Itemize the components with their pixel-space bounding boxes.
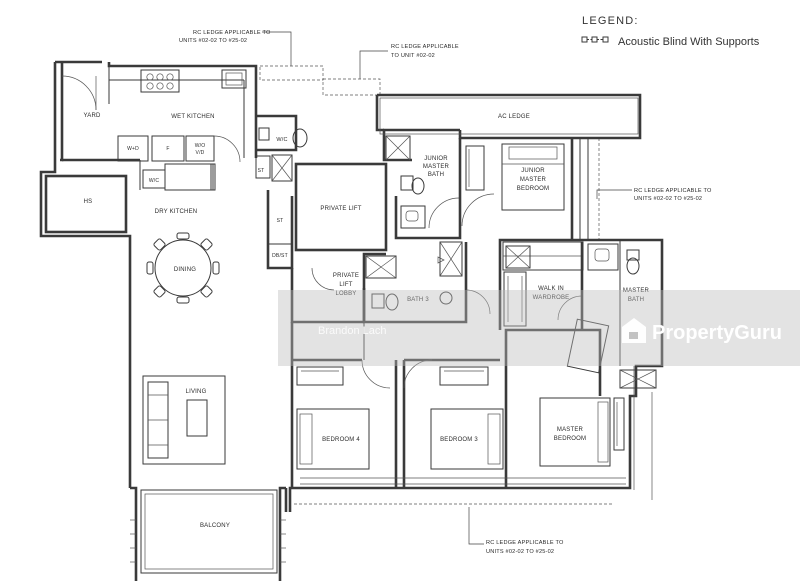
note-bottom: RC LEDGE APPLICABLE TO UNITS #02-02 TO #… [468, 507, 564, 555]
hs-label: HS [84, 199, 93, 205]
wardrobe-label-1: WALK IN [538, 286, 564, 292]
st-label-1: ST [258, 168, 265, 174]
bedroom3-label: BEDROOM 3 [440, 437, 478, 443]
master-bath: MASTER BATH [587, 240, 657, 389]
st-label-2: ST [277, 218, 284, 224]
note-top-left: RC LEDGE APPLICABLE TO UNITS #02-02 TO #… [179, 30, 292, 66]
acoustic-blind-symbol [581, 36, 609, 43]
note-bottom-line1: RC LEDGE APPLICABLE TO [486, 540, 564, 546]
private-lift-label: PRIVATE LIFT [320, 206, 361, 212]
note-top-mid-line2: TO UNIT #02-02 [391, 53, 435, 59]
propertyguru-logo-icon [622, 318, 646, 343]
jr-bath-label-3: BATH [428, 172, 444, 178]
note-top-left-line1: RC LEDGE APPLICABLE TO [193, 30, 271, 36]
jr-bedroom-label-1: JUNIOR [521, 168, 545, 174]
wo-label: W/O [195, 143, 206, 149]
fridge-label: F [166, 146, 169, 152]
wet-kitchen-label: WET KITCHEN [171, 114, 214, 120]
note-top-mid: RC LEDGE APPLICABLE TO UNIT #02-02 [359, 44, 459, 79]
wc-room: W/C ST ST DB/ST [255, 114, 308, 270]
yard-label: YARD [83, 113, 100, 119]
vd-label: V/D [196, 150, 205, 156]
wc-small-label: W/C [149, 178, 160, 184]
dry-kitchen-label: DRY KITCHEN [155, 209, 198, 215]
walk-in-wardrobe: WALK IN WARDROBE [498, 238, 600, 330]
master-bath-label-2: BATH [628, 297, 644, 303]
exterior-walls [39, 60, 664, 581]
bedroom4-label: BEDROOM 4 [322, 437, 360, 443]
watermark-brand: PropertyGuru [652, 322, 782, 344]
legend-item-label: Acoustic Blind With Supports [618, 36, 760, 48]
washer-dryer-label: W+D [127, 146, 139, 152]
junior-master-suite: JUNIOR MASTER BATH JUNIOR MASTER BEDROOM [382, 130, 565, 240]
bedroom-3: BEDROOM 3 [394, 358, 508, 488]
jr-bath-label-1: JUNIOR [424, 156, 448, 162]
bath-3: BATH 3 [362, 241, 491, 324]
note-right-line2: UNITS #02-02 TO #25-02 [634, 196, 702, 202]
balcony: BALCONY [130, 489, 286, 574]
master-bedroom-label-1: MASTER [557, 427, 584, 433]
dining-table [146, 232, 220, 304]
jr-bath-label-2: MASTER [423, 164, 450, 170]
master-bedroom: MASTER BEDROOM [504, 318, 625, 467]
note-right-line1: RC LEDGE APPLICABLE TO [634, 188, 712, 194]
sofa [142, 375, 226, 465]
lift-lobby-label-3: LOBBY [335, 291, 356, 297]
dining-label: DINING [174, 267, 196, 273]
watermark-band [278, 290, 800, 366]
wc-label: W/C [276, 137, 287, 143]
yard-wet-kitchen: YARD WET KITCHEN W+D F W/O V/D W/C [61, 66, 247, 191]
wardrobe-label-2: WARDROBE [533, 295, 570, 301]
bath3-label: BATH 3 [407, 297, 429, 303]
living-label: LIVING [186, 389, 207, 395]
jr-bedroom-label-3: BEDROOM [517, 186, 549, 192]
lift-lobby-label-1: PRIVATE [333, 273, 359, 279]
legend-title: LEGEND: [582, 15, 639, 27]
ac-ledge-label: AC LEDGE [498, 114, 530, 120]
note-right: RC LEDGE APPLICABLE TO UNITS #02-02 TO #… [596, 188, 712, 202]
legend: LEGEND: Acoustic Blind With Supports [581, 15, 760, 48]
master-bath-label-1: MASTER [623, 288, 650, 294]
bedroom-4: BEDROOM 4 [290, 322, 391, 488]
rc-ledge-outlines [259, 65, 612, 505]
master-bedroom-label-2: BEDROOM [554, 436, 586, 442]
lift-lobby-label-2: LIFT [339, 282, 352, 288]
note-top-mid-line1: RC LEDGE APPLICABLE [391, 44, 459, 50]
watermark-agent-text: Brandon Lach [318, 325, 387, 337]
jr-bedroom-label-2: MASTER [520, 177, 547, 183]
living-dining-area: DRY KITCHEN DINING LIVING [142, 209, 226, 465]
watermark: Brandon Lach PropertyGuru [278, 290, 800, 366]
note-bottom-line2: UNITS #02-02 TO #25-02 [486, 549, 554, 555]
note-top-left-line2: UNITS #02-02 TO #25-02 [179, 38, 247, 44]
ac-ledge: AC LEDGE [379, 97, 639, 135]
balcony-label: BALCONY [200, 523, 230, 529]
db-st-label: DB/ST [272, 253, 288, 259]
window-lines [300, 366, 653, 500]
hs-room: HS [44, 174, 128, 234]
